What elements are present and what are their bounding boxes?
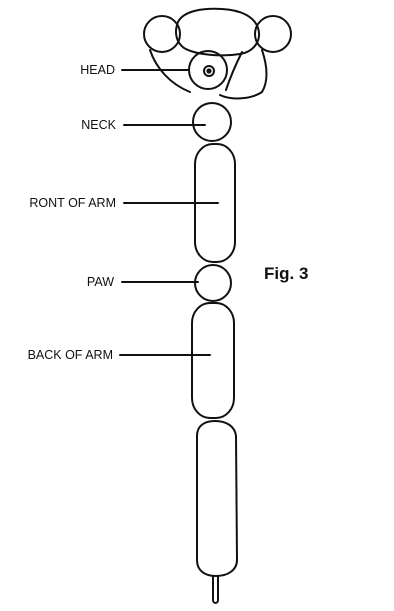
- figure-caption: Fig. 3: [264, 264, 308, 283]
- back-of-arm-shape: [192, 303, 234, 418]
- head-label: HEAD: [80, 63, 115, 77]
- paw-label: PAW: [87, 275, 114, 289]
- paw-shape: [195, 265, 231, 301]
- back-of-arm-label: BACK OF ARM: [28, 348, 113, 362]
- lower-body-shape: [197, 421, 237, 576]
- neck-label: NECK: [81, 118, 116, 132]
- front-of-arm-label: RONT OF ARM: [29, 196, 116, 210]
- head-pupil-shape: [207, 69, 210, 72]
- head-left-ear-shape: [144, 16, 180, 52]
- neck-shape: [193, 103, 231, 141]
- head-outline-shape: [150, 50, 267, 98]
- tail-tip-shape: [213, 576, 218, 603]
- head-right-ear-shape: [255, 16, 291, 52]
- head-top-shape: [176, 9, 259, 56]
